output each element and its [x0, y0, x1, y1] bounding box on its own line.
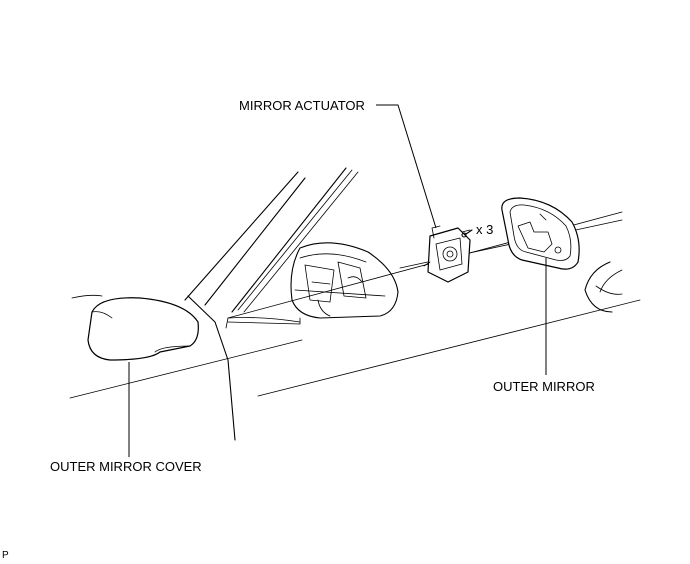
leader-mirror-actuator [376, 104, 437, 229]
leader-lines [128, 104, 547, 457]
actuator-part-icon [423, 225, 471, 283]
label-outer-mirror: OUTER MIRROR [493, 379, 595, 394]
vehicle-door-outline-icon [69, 167, 641, 441]
corner-mark: P [2, 550, 9, 561]
label-mirror-actuator: MIRROR ACTUATOR [239, 98, 365, 113]
mirror-base-housing-icon [227, 242, 399, 325]
mirror-glass-part-icon [501, 197, 580, 270]
mirror-cover-part-icon [87, 297, 199, 361]
screw-icon [461, 229, 473, 238]
label-outer-mirror-cover: OUTER MIRROR COVER [50, 459, 202, 474]
label-screw-quantity: x 3 [476, 222, 494, 237]
